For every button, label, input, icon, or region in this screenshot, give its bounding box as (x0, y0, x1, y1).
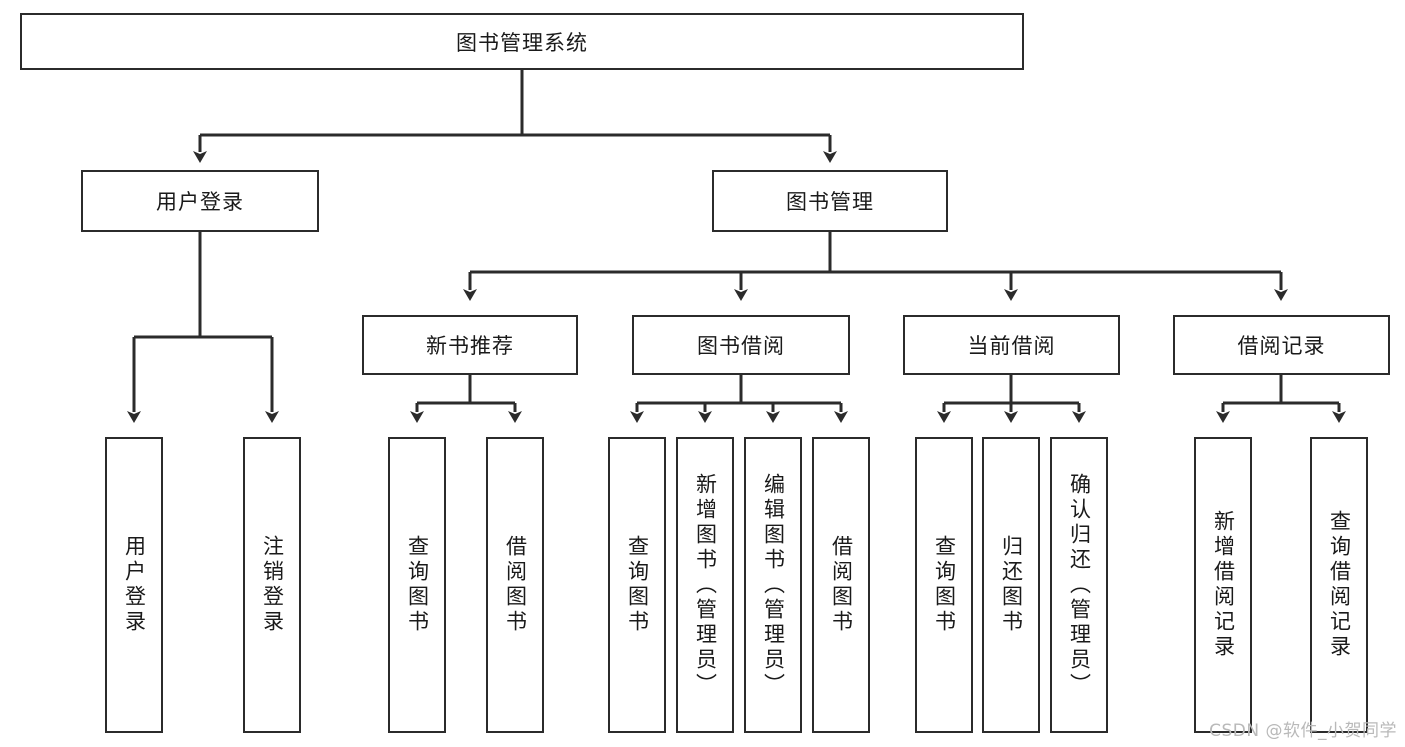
node-current-borrow-label: 当前借阅 (967, 334, 1056, 358)
leaf-node-label: 确认归还（管理员） (1067, 472, 1092, 698)
books-to-level3-connectors (463, 232, 1288, 301)
node-new-book-recommend-label: 新书推荐 (426, 334, 514, 358)
leaf-node-label: 注销登录 (260, 535, 285, 635)
node-root[interactable]: 图书管理系统 (20, 13, 1024, 70)
leaf-node[interactable]: 查询图书 (608, 437, 666, 733)
current-to-leaves-connectors (937, 375, 1086, 423)
leaf-node-label: 借阅图书 (829, 535, 854, 635)
leaf-node-label: 编辑图书（管理员） (761, 472, 786, 698)
leaf-node-label: 查询图书 (405, 535, 430, 635)
leaf-node-label: 查询图书 (932, 535, 957, 635)
node-root-label: 图书管理系统 (456, 30, 588, 55)
leaf-node[interactable]: 查询借阅记录 (1310, 437, 1368, 733)
leaf-node[interactable]: 查询图书 (388, 437, 446, 733)
node-book-management[interactable]: 图书管理 (712, 170, 948, 232)
leaf-node[interactable]: 查询图书 (915, 437, 973, 733)
leaf-node[interactable]: 用户登录 (105, 437, 163, 733)
login-to-leaves-connectors (127, 232, 279, 423)
node-book-borrow-label: 图书借阅 (697, 334, 785, 358)
node-book-borrow[interactable]: 图书借阅 (632, 315, 850, 375)
leaf-node-label: 新增图书（管理员） (693, 472, 718, 698)
leaf-node[interactable]: 确认归还（管理员） (1050, 437, 1108, 733)
leaf-node[interactable]: 借阅图书 (486, 437, 544, 733)
borrow-to-leaves-connectors (630, 375, 848, 423)
leaf-node[interactable]: 新增借阅记录 (1194, 437, 1252, 733)
watermark: CSDN @软件_小贺同学 (1209, 721, 1397, 741)
leaf-node[interactable]: 注销登录 (243, 437, 301, 733)
node-book-management-label: 图书管理 (786, 190, 874, 214)
leaf-node[interactable]: 归还图书 (982, 437, 1040, 733)
node-user-login[interactable]: 用户登录 (81, 170, 319, 232)
leaf-node-label: 归还图书 (999, 535, 1024, 635)
leaf-node-label: 查询借阅记录 (1327, 510, 1352, 660)
root-to-level2-connectors (193, 70, 837, 163)
node-borrow-records[interactable]: 借阅记录 (1173, 315, 1390, 375)
leaf-node[interactable]: 新增图书（管理员） (676, 437, 734, 733)
leaf-node-label: 用户登录 (122, 535, 147, 635)
node-current-borrow[interactable]: 当前借阅 (903, 315, 1120, 375)
leaf-node-label: 借阅图书 (503, 535, 528, 635)
node-new-book-recommend[interactable]: 新书推荐 (362, 315, 578, 375)
newbooks-to-leaves-connectors (410, 375, 522, 423)
leaf-node-label: 查询图书 (625, 535, 650, 635)
leaf-node-label: 新增借阅记录 (1211, 510, 1236, 660)
records-to-leaves-connectors (1216, 375, 1346, 423)
leaf-node[interactable]: 借阅图书 (812, 437, 870, 733)
leaf-node[interactable]: 编辑图书（管理员） (744, 437, 802, 733)
node-user-login-label: 用户登录 (156, 190, 244, 214)
node-borrow-records-label: 借阅记录 (1237, 334, 1326, 358)
